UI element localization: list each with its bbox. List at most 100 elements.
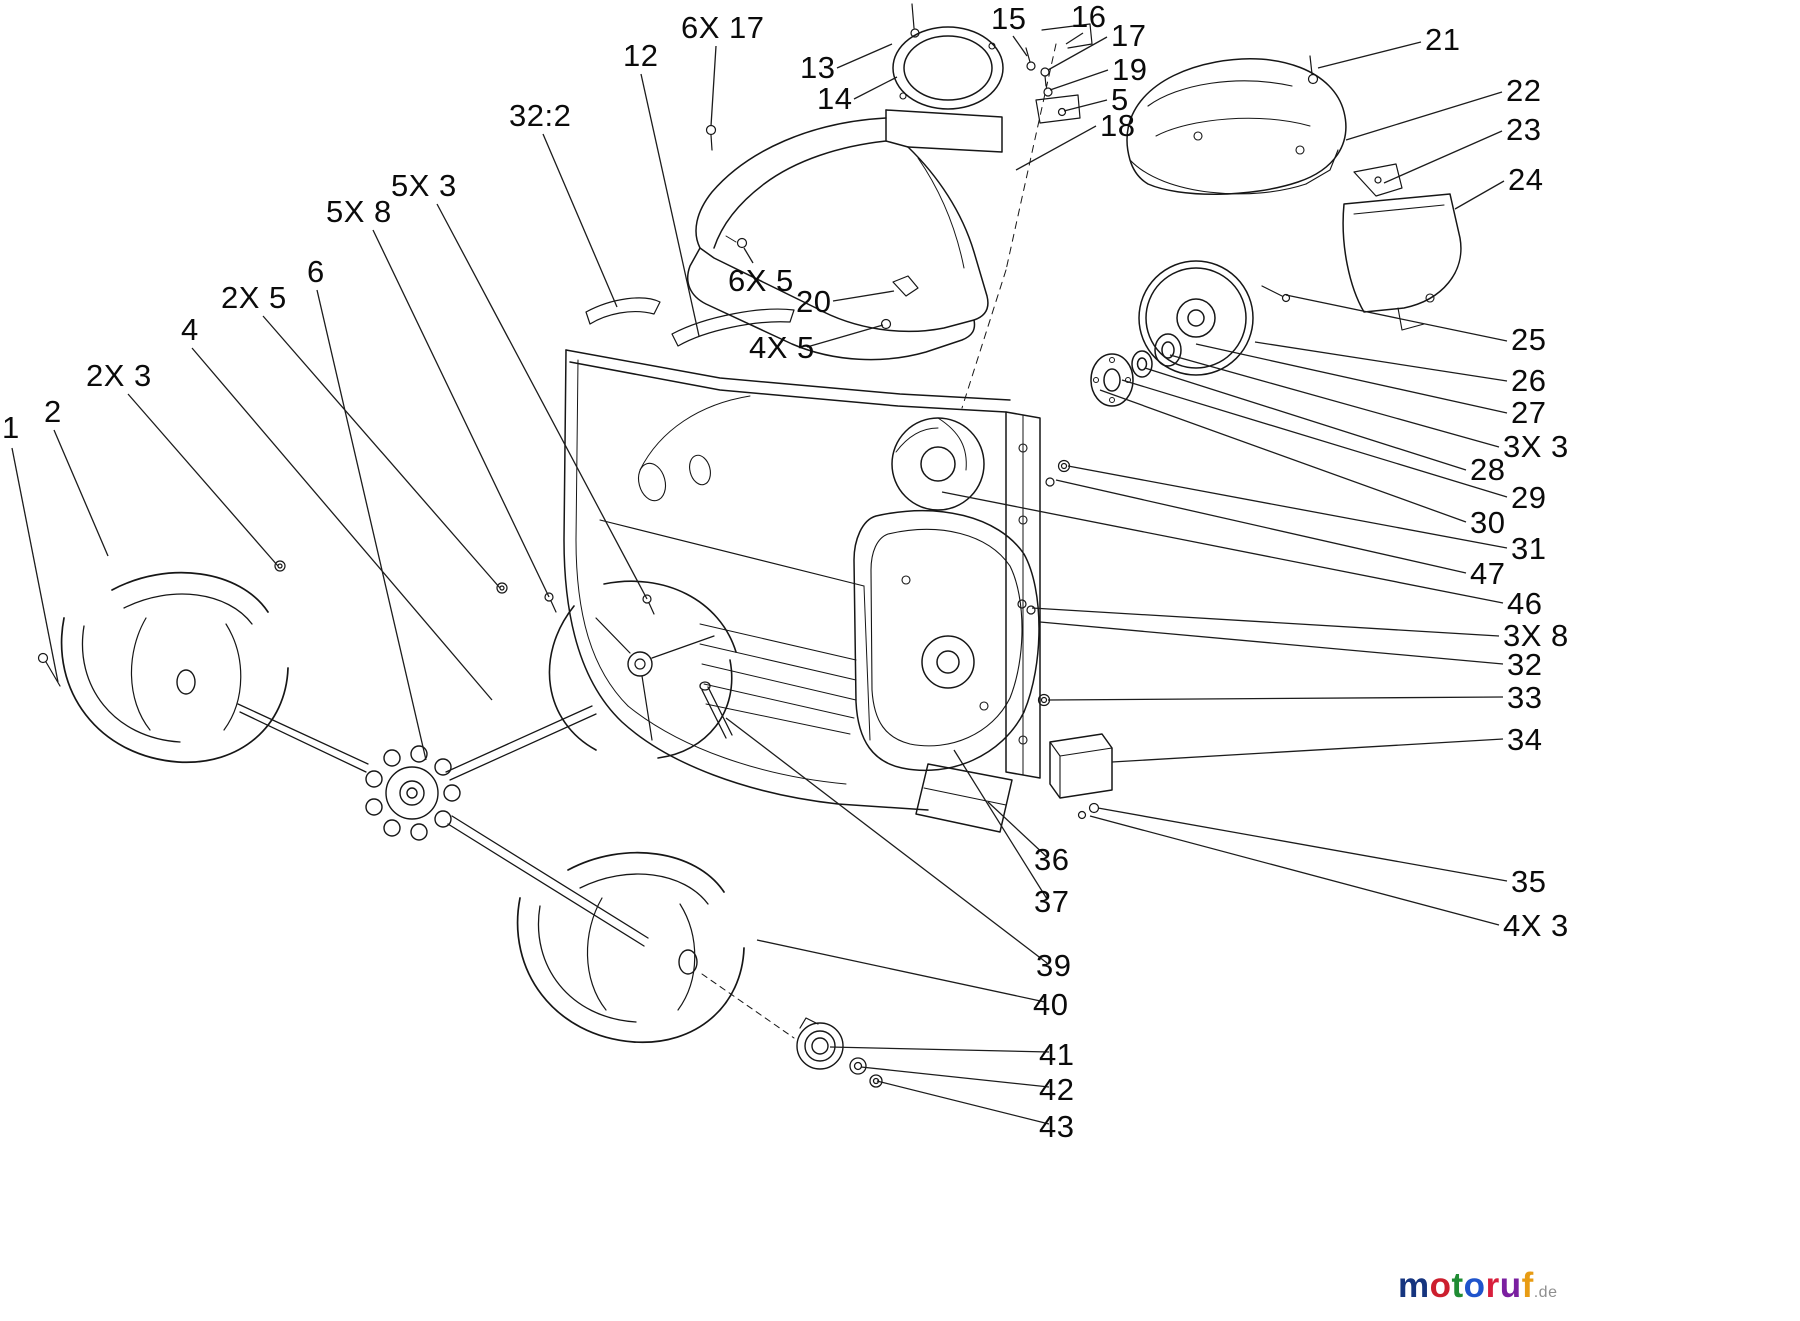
leader-line-42 — [860, 1066, 1050, 1088]
part-label-32-2: 32:2 — [509, 98, 572, 133]
leader-line-2x-5 — [262, 315, 501, 589]
bolt-21 — [1307, 55, 1319, 85]
part-label-4: 4 — [181, 312, 199, 347]
belt-cover — [1126, 58, 1347, 195]
leader-line-2 — [53, 429, 109, 557]
leader-line-18 — [1015, 125, 1097, 171]
part-label-39: 39 — [1036, 948, 1072, 983]
part-label-1: 1 — [2, 410, 20, 445]
part-label-30: 30 — [1470, 505, 1506, 540]
bracket-23 — [1353, 163, 1403, 197]
leader-line-30 — [1099, 389, 1467, 523]
side-cover-24 — [1342, 193, 1462, 331]
part-label-4x-5: 4X 5 — [749, 330, 815, 365]
part-label-3x-3: 3X 3 — [1503, 429, 1569, 464]
part-label-12: 12 — [623, 38, 659, 73]
leader-line-6 — [316, 289, 427, 761]
leader-line-19 — [1049, 69, 1109, 91]
leader-line-16 — [1065, 32, 1084, 45]
part-label-33: 33 — [1507, 680, 1543, 715]
part-label-18: 18 — [1100, 108, 1136, 143]
leader-line-1 — [11, 447, 59, 683]
part-label-16: 16 — [1071, 0, 1107, 34]
part-label-21: 21 — [1425, 22, 1461, 57]
leader-line-29 — [1121, 379, 1508, 498]
pulley-assembly — [1090, 260, 1291, 407]
part-label-17: 17 — [1111, 18, 1147, 53]
leader-line-12 — [640, 73, 700, 337]
leader-line-28 — [1144, 367, 1467, 471]
part-label-2x-3: 2X 3 — [86, 358, 152, 393]
leader-line-5x-8 — [372, 229, 550, 598]
part-label-5x-8: 5X 8 — [326, 194, 392, 229]
leader-line-40 — [756, 939, 1046, 1003]
small-hardware-right — [1017, 459, 1071, 707]
auger-shaft — [237, 703, 649, 947]
part-label-42: 42 — [1039, 1072, 1075, 1107]
chute-hardware-cluster — [961, 23, 1093, 409]
washer-42 — [849, 1057, 867, 1075]
part-label-41: 41 — [1039, 1037, 1075, 1072]
watermark-suffix: .de — [1533, 1284, 1558, 1301]
part-label-2x-5: 2X 5 — [221, 280, 287, 315]
chute-ring — [892, 3, 1004, 110]
leader-line-20 — [832, 290, 895, 302]
leader-line-37 — [953, 749, 1048, 900]
part-label-5x-3: 5X 3 — [391, 168, 457, 203]
watermark-letter-2: t — [1451, 1266, 1464, 1305]
part-label-24: 24 — [1508, 162, 1544, 197]
lower-auger — [516, 851, 795, 1044]
part-label-36: 36 — [1034, 842, 1070, 877]
leader-line-36 — [987, 801, 1048, 858]
watermark-letter-4: r — [1485, 1266, 1500, 1305]
leader-line-41 — [829, 1046, 1050, 1053]
part-label-14: 14 — [817, 81, 853, 116]
part-label-27: 27 — [1511, 395, 1547, 430]
leader-line-3x-3 — [1169, 354, 1500, 448]
left-auger — [60, 571, 289, 764]
part-label-37: 37 — [1034, 884, 1070, 919]
leader-line-4x-5 — [806, 324, 884, 348]
end-bearing-41 — [796, 1017, 844, 1070]
watermark-letter-5: u — [1499, 1266, 1522, 1305]
leader-line-25 — [1285, 294, 1508, 342]
part-label-13: 13 — [800, 50, 836, 85]
site-watermark-logo[interactable]: motoruf.de — [1398, 1266, 1557, 1306]
part-label-46: 46 — [1507, 586, 1543, 621]
leader-line-35 — [1097, 807, 1508, 882]
watermark-letter-6: f — [1521, 1266, 1534, 1305]
part-label-19: 19 — [1112, 52, 1148, 87]
leader-line-32-2 — [542, 133, 618, 308]
leader-line-31 — [1067, 465, 1508, 549]
leader-line-14 — [853, 76, 898, 100]
part-label-29: 29 — [1511, 480, 1547, 515]
part-label-25: 25 — [1511, 322, 1547, 357]
leader-line-43 — [876, 1080, 1050, 1125]
part-label-6x-17: 6X 17 — [681, 10, 765, 45]
leader-line-4x-3 — [1089, 815, 1500, 926]
part-label-26: 26 — [1511, 363, 1547, 398]
part-label-4x-3: 4X 3 — [1503, 908, 1569, 943]
watermark-letter-1: o — [1429, 1266, 1452, 1305]
leader-line-13 — [836, 43, 893, 69]
leader-line-3x-8 — [1031, 607, 1500, 637]
part-label-22: 22 — [1506, 73, 1542, 108]
part-label-34: 34 — [1507, 722, 1543, 757]
leader-line-34 — [1111, 738, 1504, 763]
part-label-15: 15 — [991, 1, 1027, 36]
leader-line-21 — [1317, 41, 1422, 69]
part-label-32: 32 — [1507, 647, 1543, 682]
part-label-43: 43 — [1039, 1109, 1075, 1144]
bracket-34 — [1049, 733, 1113, 820]
deflector-strips — [585, 297, 795, 347]
leader-line-47 — [1055, 479, 1467, 574]
auger-housing — [563, 349, 1041, 811]
chute-base — [686, 109, 1003, 361]
clevis-pin-39 — [699, 681, 733, 739]
part-label-2: 2 — [44, 394, 62, 429]
leader-line-17 — [1047, 36, 1108, 71]
leader-lines-layer — [11, 32, 1508, 1125]
